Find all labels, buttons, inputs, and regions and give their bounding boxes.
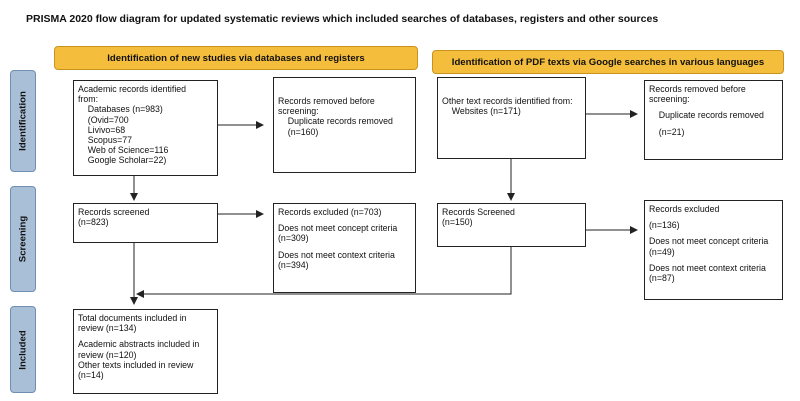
box-text-line: Records excluded [649, 204, 720, 214]
box-text-line: Livivo=68 [78, 124, 126, 135]
box-text-line: from: [78, 94, 99, 105]
box-text-line: (n=136) [649, 220, 680, 231]
box-text-line: Websites (n=171) [442, 106, 521, 117]
box-text-line: Records excluded (n=703) [278, 207, 382, 217]
box-text-line: Does not meet context criteria [278, 249, 395, 260]
box-records-excluded-right: Records excluded (n=136) Does not meet con… [644, 200, 783, 300]
box-text-line: screening: [278, 106, 319, 117]
banner-google-searches: Identification of PDF texts via Google s… [432, 50, 784, 74]
box-text-line: Web of Science=116 [78, 145, 169, 156]
box-text-line: Google Scholar=22) [78, 155, 167, 166]
box-text-line: Databases (n=983) [78, 104, 163, 115]
box-text-line: Duplicate records removed [649, 110, 764, 121]
stage-screening: Screening [10, 186, 36, 292]
box-text-line: (n=21) [649, 126, 685, 137]
box-text-line: Records removed before [278, 96, 375, 106]
box-text-line: screening: [649, 94, 690, 105]
box-other-text-records: Other text records identified from: Webs… [437, 77, 586, 159]
box-text-line: Other texts included in review [78, 359, 194, 370]
box-text-line: (n=160) [278, 126, 319, 137]
box-text-line: Total documents included in [78, 313, 187, 323]
box-text-line: review (n=120) [78, 349, 137, 360]
box-text-line: Does not meet concept criteria [649, 236, 769, 247]
box-text-line: (n=14) [78, 370, 104, 381]
box-text-line: (n=394) [278, 259, 309, 270]
box-text-line: (Ovid=700 [78, 114, 129, 125]
box-text-line: Does not meet context criteria [649, 262, 766, 273]
box-text-line: Other text records identified from: [442, 96, 573, 106]
box-text-line: (n=309) [278, 233, 309, 244]
banner-databases: Identification of new studies via databa… [54, 46, 418, 70]
box-text-line: Scopus=77 [78, 135, 133, 146]
box-text-line: Duplicate records removed [278, 116, 393, 127]
box-records-excluded-left: Records excluded (n=703) Does not meet co… [273, 203, 416, 293]
box-records-screened-left: Records screened(n=823) [73, 203, 218, 243]
box-text-line: Academic abstracts included in [78, 339, 200, 350]
box-text-line: (n=823) [78, 217, 109, 228]
box-text-line: Records removed before [649, 84, 746, 94]
box-text-line: (n=150) [442, 217, 473, 228]
box-records-screened-right: Records Screened(n=150) [437, 203, 586, 247]
box-text-line: (n=87) [649, 273, 675, 284]
box-text-line: Records Screened [442, 207, 515, 217]
banner-google-label: Identification of PDF texts via Google s… [451, 56, 765, 68]
banner-databases-label: Identification of new studies via databa… [107, 52, 365, 64]
box-text-line: Academic records identified [78, 84, 187, 94]
page-title: PRISMA 2020 flow diagram for updated sys… [26, 13, 659, 25]
stage-identification: Identification [10, 70, 36, 172]
box-text-line: Records screened [78, 207, 150, 217]
stage-included: Included [10, 306, 36, 393]
box-text-line: review (n=134) [78, 323, 137, 334]
arrow-right-branch-to-included [136, 247, 512, 298]
box-text-line: (n=49) [649, 246, 675, 257]
box-text-line: Does not meet concept criteria [278, 223, 398, 234]
